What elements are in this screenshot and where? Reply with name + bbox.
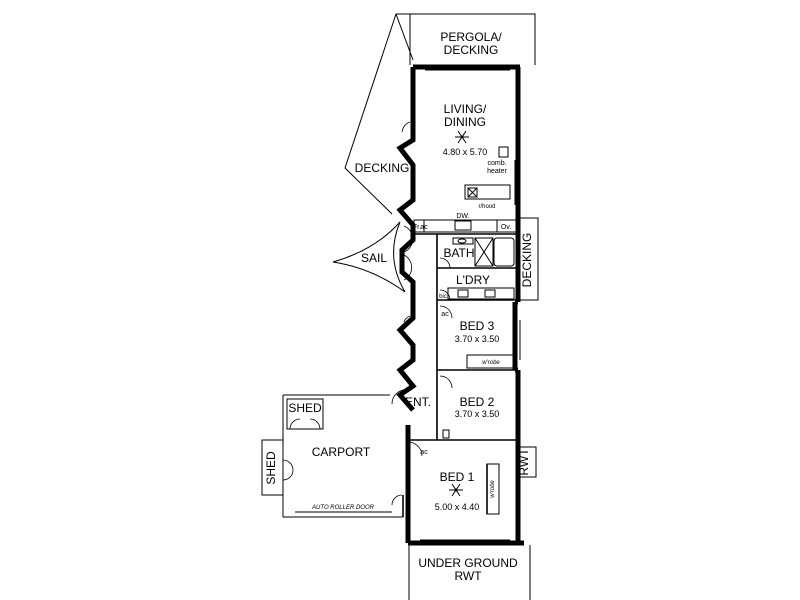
interior-walls bbox=[408, 233, 518, 441]
shade-sail bbox=[332, 221, 406, 293]
decking-left-outline bbox=[344, 13, 397, 215]
bed1-label: BED 1 bbox=[440, 470, 475, 484]
bed1-wardrobe bbox=[486, 463, 500, 515]
auto-roller-door-label: AUTO ROLLER DOOR bbox=[311, 505, 375, 511]
laundry-label: L'DRY bbox=[456, 273, 490, 287]
carport-label: CARPORT bbox=[312, 445, 371, 459]
pergola-label-line2: DECKING bbox=[444, 43, 499, 57]
living-label-line1: LIVING/ bbox=[444, 102, 487, 116]
door-swings bbox=[391, 121, 453, 457]
bath-label: BATH bbox=[443, 246, 474, 260]
decking-right-label: DECKING bbox=[520, 233, 534, 288]
bathroom-fixtures bbox=[452, 237, 515, 267]
bed3-wardrobe bbox=[466, 354, 516, 369]
shed-top-outline bbox=[286, 398, 324, 430]
heater-label-line1: comb. bbox=[487, 160, 506, 167]
bed3-wardrobe-label: w'robe bbox=[482, 360, 500, 366]
bed3-dimensions: 3.70 x 3.50 bbox=[455, 334, 500, 344]
rwt-label: RWT bbox=[517, 448, 531, 476]
shed-top-label: SHED bbox=[288, 401, 322, 415]
underground-rwt-outline bbox=[408, 545, 531, 600]
rangehood-label: r/hood bbox=[478, 204, 495, 210]
bed1-ceiling-fan-icon bbox=[449, 483, 463, 497]
bed1-ac-label: ac bbox=[420, 449, 428, 456]
shed-left-label: SHED bbox=[264, 451, 278, 485]
bed2-dimensions: 3.70 x 3.50 bbox=[455, 409, 500, 419]
bed1-wardrobe-label: w'robe bbox=[490, 480, 496, 498]
living-dimensions: 4.80 x 5.70 bbox=[443, 147, 488, 157]
bed3-label: BED 3 bbox=[460, 319, 495, 333]
bed1-dimensions: 5.00 x 4.40 bbox=[435, 502, 480, 512]
kitchen bbox=[413, 146, 517, 233]
pergola-outline bbox=[395, 13, 536, 65]
shed-left-outline bbox=[261, 439, 294, 496]
bed2-heater bbox=[442, 429, 450, 439]
bed3-ac-label: ac bbox=[441, 311, 449, 318]
bed2-label: BED 2 bbox=[460, 395, 495, 409]
living-ceiling-fan-icon bbox=[455, 130, 469, 144]
underground-rwt-label-line2: RWT bbox=[454, 569, 482, 583]
living-label-line2: DINING bbox=[444, 115, 486, 129]
sail-label: SAIL bbox=[361, 251, 387, 265]
kitchen-ac-label: ac bbox=[420, 224, 428, 231]
heater-label-line2: heater bbox=[487, 168, 508, 175]
fridge-label: Fr. bbox=[413, 224, 421, 231]
pergola-label-line1: PERGOLA/ bbox=[440, 30, 502, 44]
rwt-tank bbox=[519, 446, 537, 478]
decking-left-label: DECKING bbox=[355, 161, 410, 175]
entry-label: ENT. bbox=[405, 395, 431, 409]
underground-rwt-label-line1: UNDER GROUND bbox=[418, 556, 518, 570]
laundry-fixtures bbox=[447, 287, 515, 300]
dishwasher-label: DW. bbox=[456, 213, 469, 220]
oven-label: Ov. bbox=[501, 224, 511, 231]
bic-label: bic bbox=[439, 294, 447, 300]
